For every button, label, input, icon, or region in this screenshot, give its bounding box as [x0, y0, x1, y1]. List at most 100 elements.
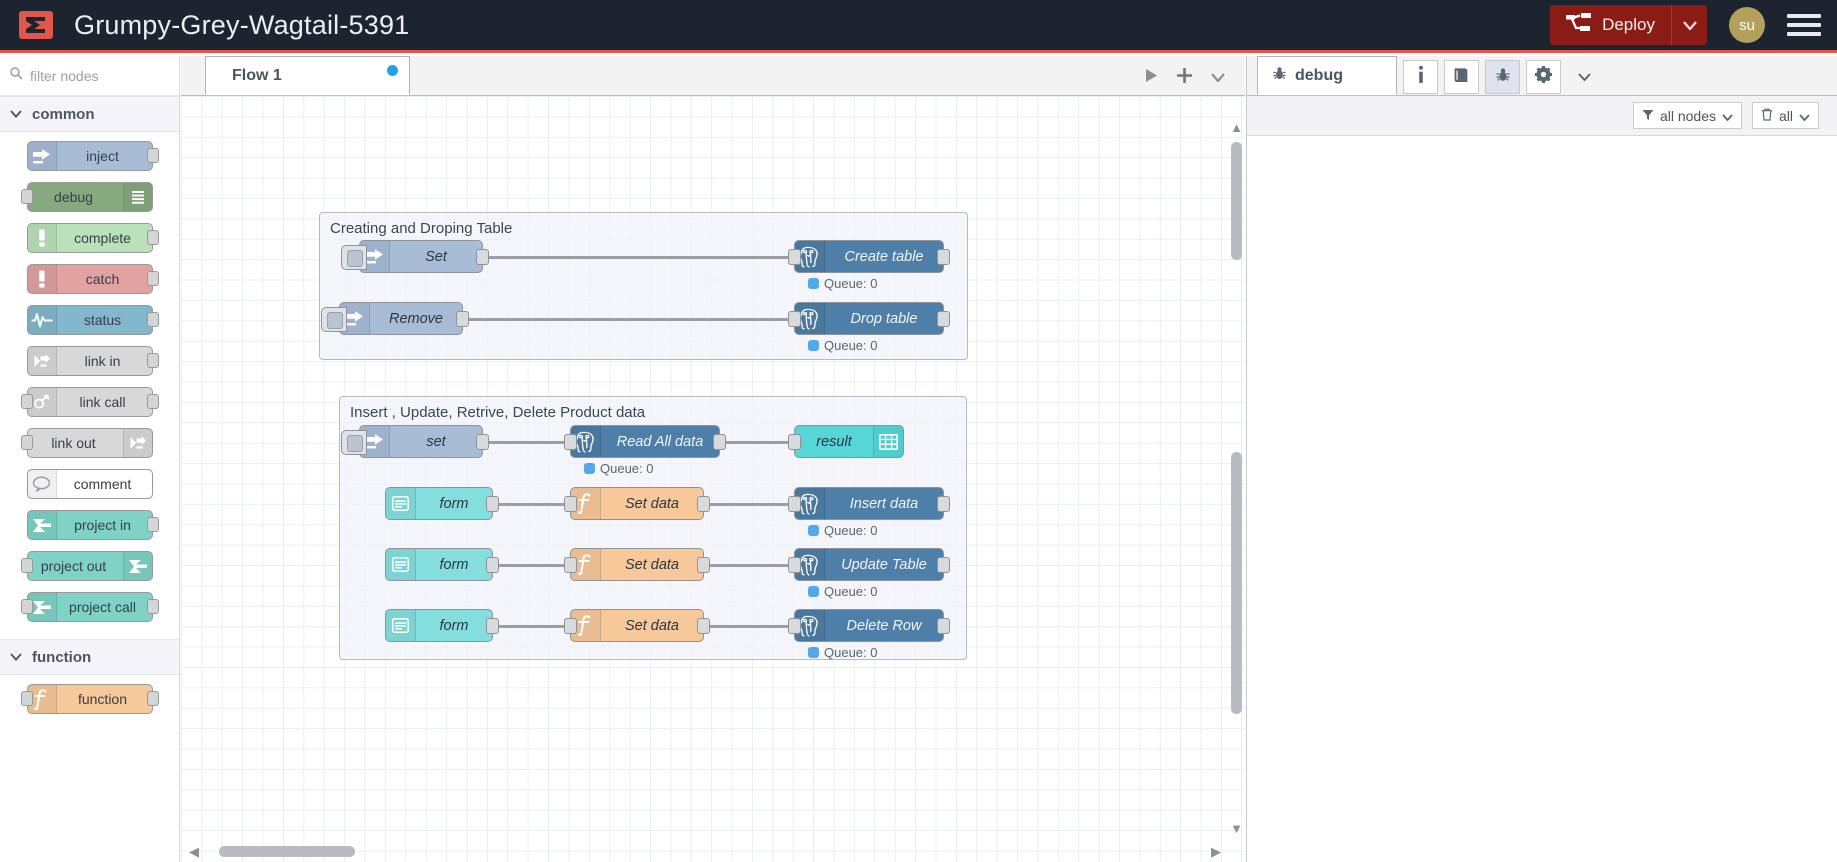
deploy-button[interactable]: Deploy: [1550, 5, 1707, 45]
info-tab-button[interactable]: [1403, 60, 1438, 94]
node-output-port[interactable]: [486, 556, 499, 573]
node-output-port[interactable]: [146, 599, 159, 614]
node-input-port[interactable]: [788, 495, 801, 512]
flow-node-form[interactable]: form: [385, 548, 499, 581]
flow-wire[interactable]: [483, 256, 794, 259]
flow-node-update-table[interactable]: Update Table: [788, 548, 950, 581]
node-output-port[interactable]: [456, 310, 469, 327]
flow-node-set-data[interactable]: Set data: [564, 548, 710, 581]
canvas-scroll-down-icon[interactable]: ▼: [1230, 821, 1243, 836]
flow-node-read-all-data[interactable]: Read All data: [564, 425, 726, 458]
flow-node-set[interactable]: Set: [341, 240, 489, 273]
flow-node-set-data[interactable]: Set data: [564, 609, 710, 642]
node-output-port[interactable]: [937, 495, 950, 512]
node-output-port[interactable]: [713, 433, 726, 450]
flow-wire[interactable]: [493, 503, 570, 506]
palette-node-status[interactable]: status: [26, 305, 159, 335]
node-input-port[interactable]: [564, 617, 577, 634]
canvas-horizontal-scrollbar[interactable]: [189, 845, 1219, 858]
node-input-port[interactable]: [788, 310, 801, 327]
node-output-port[interactable]: [697, 495, 710, 512]
debug-clear-dropdown[interactable]: all: [1751, 102, 1819, 129]
palette-node-project-call[interactable]: project call: [20, 592, 159, 622]
config-tab-button[interactable]: [1526, 60, 1561, 94]
flow-menu-button[interactable]: [1211, 69, 1225, 87]
palette-node-comment[interactable]: comment: [26, 469, 153, 499]
help-tab-button[interactable]: [1444, 60, 1479, 94]
node-input-port[interactable]: [20, 691, 33, 706]
node-input-port[interactable]: [788, 433, 801, 450]
node-input-port[interactable]: [20, 394, 33, 409]
deploy-dropdown-caret-icon[interactable]: [1671, 5, 1707, 45]
palette-search-input[interactable]: filter nodes: [30, 67, 99, 84]
node-output-port[interactable]: [146, 691, 159, 706]
inject-trigger-button[interactable]: [341, 244, 367, 270]
node-output-port[interactable]: [937, 617, 950, 634]
node-output-port[interactable]: [486, 495, 499, 512]
flow-node-form[interactable]: form: [385, 609, 499, 642]
palette-node-inject[interactable]: inject: [26, 141, 159, 171]
flow-node-set[interactable]: set: [341, 425, 489, 458]
node-input-port[interactable]: [20, 558, 33, 573]
node-input-port[interactable]: [788, 556, 801, 573]
node-input-port[interactable]: [564, 433, 577, 450]
flow-node-delete-row[interactable]: Delete Row: [788, 609, 950, 642]
palette-category-function[interactable]: function: [0, 639, 179, 675]
node-input-port[interactable]: [20, 599, 33, 614]
palette-node-link-call[interactable]: link call: [20, 387, 159, 417]
tab-flow-1[interactable]: Flow 1: [205, 56, 410, 95]
node-output-port[interactable]: [146, 517, 159, 532]
canvas-scroll-right-icon[interactable]: ▶: [1211, 844, 1221, 859]
node-output-port[interactable]: [146, 271, 159, 286]
flow-node-remove[interactable]: Remove: [321, 302, 469, 335]
canvas-scroll-up-icon[interactable]: ▲: [1230, 120, 1243, 135]
flow-node-create-table[interactable]: Create table: [788, 240, 950, 273]
node-output-port[interactable]: [146, 230, 159, 245]
node-output-port[interactable]: [697, 556, 710, 573]
node-output-port[interactable]: [697, 617, 710, 634]
flow-node-result[interactable]: result: [788, 425, 904, 458]
debug-filter-dropdown[interactable]: all nodes: [1632, 102, 1742, 129]
palette-node-project-out[interactable]: project out: [20, 551, 153, 581]
flow-wire[interactable]: [704, 503, 794, 506]
node-output-port[interactable]: [476, 248, 489, 265]
palette-node-debug[interactable]: debug: [20, 182, 153, 212]
palette-node-link-in[interactable]: link in: [26, 346, 159, 376]
sidebar-menu-button[interactable]: [1567, 60, 1602, 94]
flow-node-insert-data[interactable]: Insert data: [788, 487, 950, 520]
inject-trigger-button[interactable]: [341, 429, 367, 455]
flow-node-drop-table[interactable]: Drop table: [788, 302, 950, 335]
node-output-port[interactable]: [146, 353, 159, 368]
node-input-port[interactable]: [20, 435, 33, 450]
node-output-port[interactable]: [146, 394, 159, 409]
flow-node-form[interactable]: form: [385, 487, 499, 520]
canvas-scroll-left-icon[interactable]: ◀: [189, 844, 199, 859]
palette-category-common[interactable]: common: [0, 96, 179, 132]
palette-node-function[interactable]: function: [20, 684, 159, 714]
flow-node-set-data[interactable]: Set data: [564, 487, 710, 520]
deploy-button-main[interactable]: Deploy: [1550, 5, 1671, 45]
palette-node-project-in[interactable]: project in: [26, 510, 159, 540]
palette-node-complete[interactable]: complete: [26, 223, 159, 253]
palette-node-catch[interactable]: catch: [26, 264, 159, 294]
node-input-port[interactable]: [564, 556, 577, 573]
inject-trigger-button[interactable]: [321, 306, 347, 332]
node-output-port[interactable]: [937, 556, 950, 573]
node-input-port[interactable]: [564, 495, 577, 512]
node-output-port[interactable]: [486, 617, 499, 634]
node-input-port[interactable]: [788, 617, 801, 634]
node-output-port[interactable]: [146, 148, 159, 163]
node-input-port[interactable]: [788, 248, 801, 265]
debug-tab-button[interactable]: [1485, 60, 1520, 94]
canvas-vertical-scrollbar[interactable]: [1230, 142, 1243, 836]
node-output-port[interactable]: [146, 312, 159, 327]
debug-message-list[interactable]: [1247, 137, 1837, 862]
avatar[interactable]: su: [1729, 7, 1765, 43]
palette-node-link-out[interactable]: link out: [20, 428, 153, 458]
node-output-port[interactable]: [937, 310, 950, 327]
flow-wire[interactable]: [704, 625, 794, 628]
node-output-port[interactable]: [937, 248, 950, 265]
palette-search[interactable]: filter nodes: [0, 56, 179, 96]
flow-wire[interactable]: [704, 564, 794, 567]
